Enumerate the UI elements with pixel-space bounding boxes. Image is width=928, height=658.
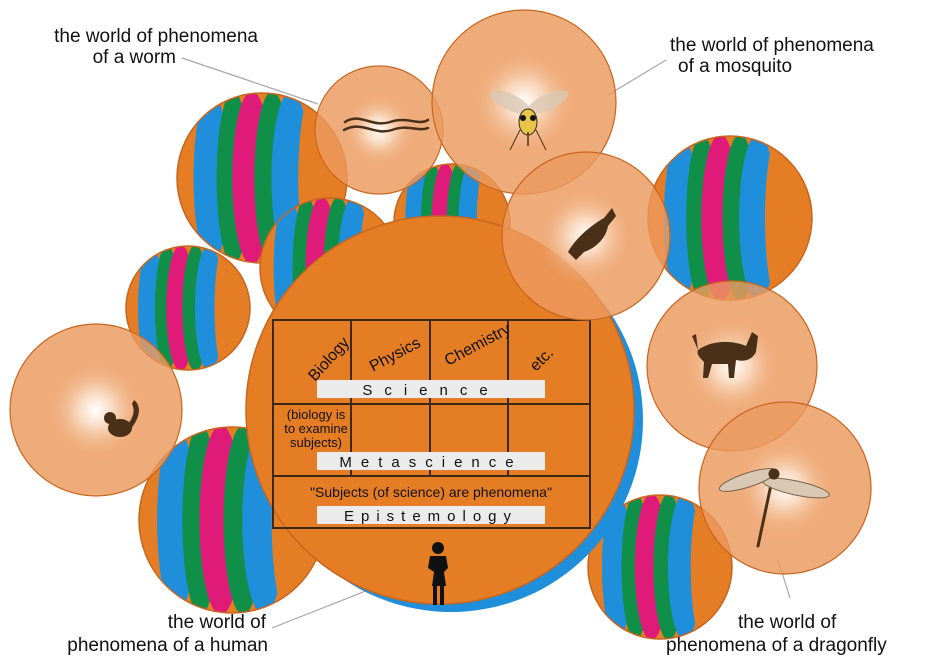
mosquito-pointer-line xyxy=(608,60,666,95)
note-line-2: to examine xyxy=(284,421,348,436)
worm-label-line-2: of a worm xyxy=(93,47,176,68)
chipmunk-bubble xyxy=(10,324,182,496)
science-label: Science xyxy=(362,382,499,399)
human-label-line-2: phenomena of a human xyxy=(67,635,268,656)
phenomena-quote: "Subjects (of science) are phenomena" xyxy=(310,484,552,500)
note-line-3: subjects) xyxy=(290,435,342,450)
dragonfly-label-line-1: the world of xyxy=(738,612,837,633)
science-sphere xyxy=(648,134,812,301)
epistemology-label: Epistemology xyxy=(344,508,518,525)
mosquito-label-line-1: the world of phenomena xyxy=(670,35,874,56)
dragonfly-label-line-2: phenomena of a dragonfly xyxy=(666,635,887,656)
metascience-label: Metascience xyxy=(339,454,522,471)
human-label-line-1: the world of xyxy=(168,612,267,633)
worm-label-line-1: the world of phenomena xyxy=(54,26,258,47)
mosquito-label-line-2: of a mosquito xyxy=(678,56,792,77)
sphere-stripe xyxy=(765,134,794,301)
note-line-1: (biology is xyxy=(287,407,346,422)
sphere-stripe xyxy=(214,245,236,371)
